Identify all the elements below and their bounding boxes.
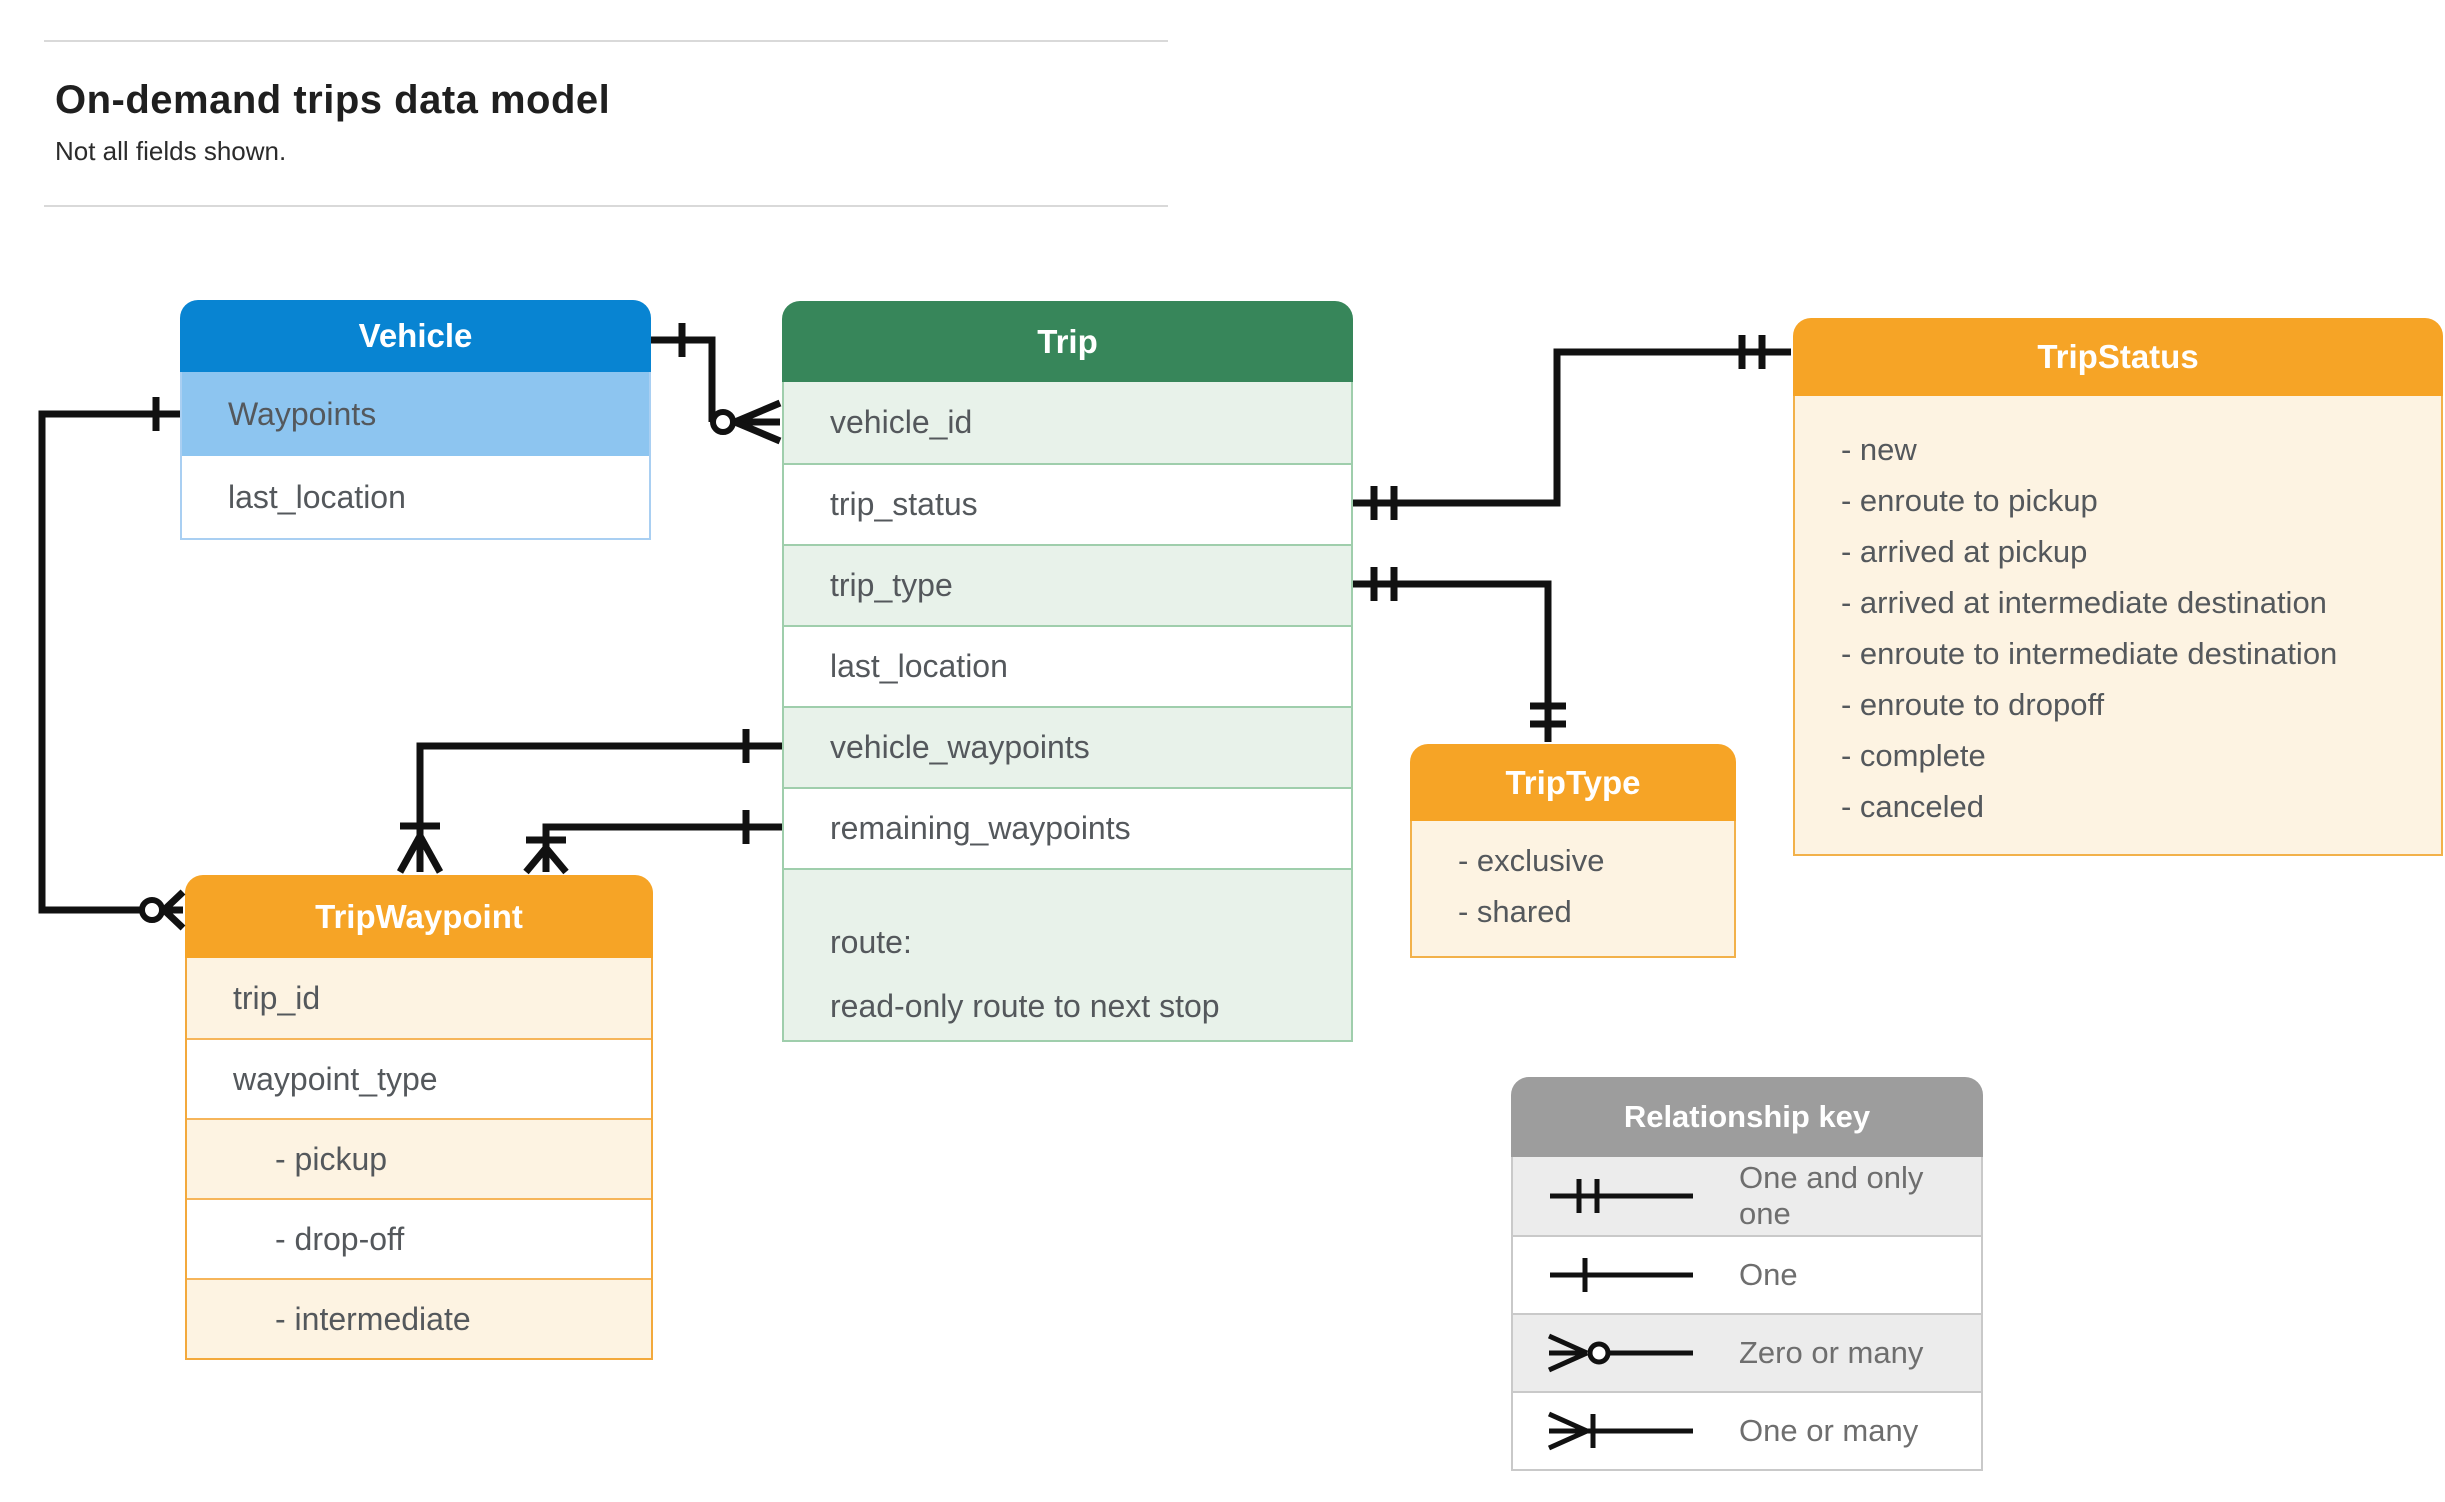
page-subtitle: Not all fields shown. [55, 136, 287, 166]
field-trip-type: trip_type [784, 544, 1351, 625]
field-vehicle-last-location: last_location [228, 478, 406, 515]
one-icon [1550, 1258, 1693, 1292]
entity-vehicle-header: Vehicle [180, 300, 651, 372]
bottom-divider [44, 205, 1168, 207]
entity-trip: Trip vehicle_id trip_status trip_type la… [782, 301, 1353, 1042]
legend-label: One or many [1739, 1413, 1919, 1448]
enum-waypoint-dropoff: - drop-off [187, 1198, 651, 1278]
entity-vehicle-body: Waypoints last_location [180, 372, 651, 540]
field-vehicle-waypoints: Waypoints [182, 372, 649, 456]
entity-trip-status: TripStatus - new - enroute to pickup - a… [1793, 318, 2443, 856]
entity-trip-status-body: - new - enroute to pickup - arrived at p… [1793, 396, 2443, 856]
enum-waypoint-intermediate: - intermediate [187, 1278, 651, 1358]
entity-trip-type: TripType - exclusive - shared [1410, 744, 1736, 958]
top-divider [44, 40, 1168, 42]
enum-waypoint-pickup: - pickup [187, 1118, 651, 1198]
connector-trip-vehicle-waypoints-to-tripwaypoint [396, 729, 782, 874]
enum-value: - canceled [1841, 789, 1985, 824]
enum-value: - arrived at pickup [1841, 534, 2088, 569]
enum-value: - arrived at intermediate destination [1841, 585, 2327, 620]
entity-trip-waypoint-body: trip_id waypoint_type - pickup - drop-of… [185, 958, 653, 1360]
relationship-key-body: One and only one One Zer [1511, 1157, 1983, 1471]
field-trip-remaining-waypoints: remaining_waypoints [784, 787, 1351, 868]
relationship-key-header: Relationship key [1511, 1077, 1983, 1157]
enum-value: - enroute to intermediate destination [1841, 636, 2338, 671]
field-trip-route-line2: read-only route to next stop [830, 988, 1220, 1024]
field-trip-status: trip_status [784, 463, 1351, 544]
entity-trip-body: vehicle_id trip_status trip_type last_lo… [782, 382, 1353, 1042]
legend-row-zero-or-many: Zero or many [1513, 1313, 1981, 1391]
enum-value: - complete [1841, 738, 1986, 773]
connector-trip-to-triptype [1353, 567, 1566, 742]
connector-vehicle-to-trip [651, 323, 782, 445]
legend-label: One [1739, 1257, 1798, 1292]
one-and-only-one-icon [1550, 1179, 1693, 1213]
connector-trip-remaining-waypoints-to-tripwaypoint [523, 810, 782, 875]
entity-trip-status-header: TripStatus [1793, 318, 2443, 396]
enum-value: - enroute to dropoff [1841, 687, 2105, 722]
enum-value: - shared [1458, 894, 1572, 929]
field-trip-route: route: read-only route to next stop [784, 868, 1351, 1040]
page-title: On-demand trips data model [55, 78, 611, 122]
entity-trip-type-body: - exclusive - shared [1410, 821, 1736, 958]
one-or-many-icon [1547, 1411, 1693, 1451]
field-trip-last-location: last_location [784, 625, 1351, 706]
entity-vehicle: Vehicle Waypoints last_location [180, 300, 651, 540]
legend-row-one-or-many: One or many [1513, 1391, 1981, 1469]
entity-trip-header: Trip [782, 301, 1353, 382]
connector-vehicle-waypoints-to-tripwaypoint [38, 397, 186, 931]
entity-trip-waypoint: TripWaypoint trip_id waypoint_type - pic… [185, 875, 653, 1360]
legend-row-one-and-only-one: One and only one [1513, 1157, 1981, 1235]
field-waypoint-type: waypoint_type [187, 1038, 651, 1118]
legend-row-one: One [1513, 1235, 1981, 1313]
enum-value: - exclusive [1458, 843, 1605, 878]
zero-or-many-icon [1547, 1333, 1693, 1373]
relationship-key: Relationship key One and only one One [1511, 1077, 1983, 1471]
legend-label: Zero or many [1739, 1335, 1924, 1370]
legend-label: One and only one [1739, 1160, 1924, 1231]
field-trip-vehicle-waypoints: vehicle_waypoints [784, 706, 1351, 787]
connector-trip-to-tripstatus [1353, 335, 1791, 520]
entity-trip-waypoint-header: TripWaypoint [185, 875, 653, 958]
entity-trip-type-header: TripType [1410, 744, 1736, 821]
field-trip-vehicle-id: vehicle_id [784, 382, 1351, 463]
field-trip-route-line1: route: [830, 924, 912, 960]
field-waypoint-trip-id: trip_id [187, 958, 651, 1038]
enum-value: - enroute to pickup [1841, 483, 2098, 518]
enum-value: - new [1841, 432, 1917, 467]
